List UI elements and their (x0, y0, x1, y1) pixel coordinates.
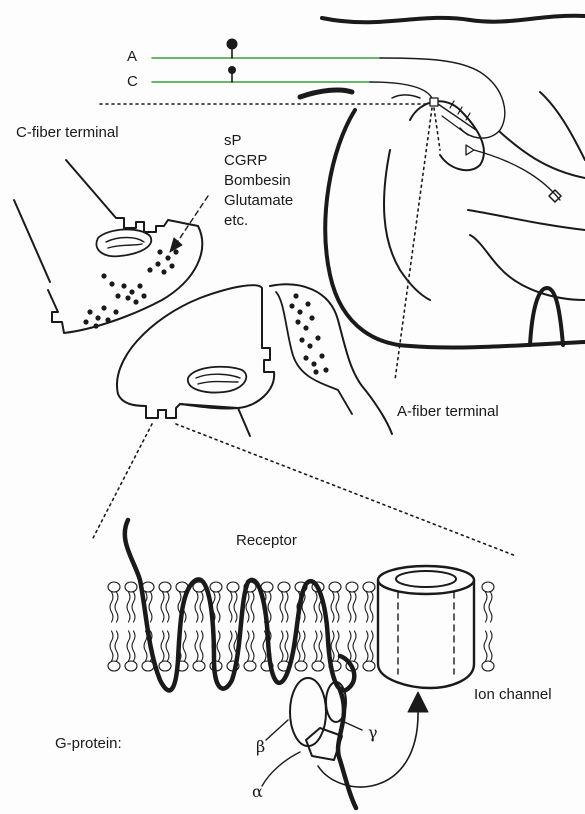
ion-channel-drawing (378, 566, 474, 688)
lipid-head (227, 582, 239, 592)
lipid-head (125, 661, 137, 671)
lipid-tail (285, 631, 288, 661)
lipid-tail (234, 592, 237, 622)
lipid-tail (246, 631, 249, 661)
ion-channel-label: Ion channel (474, 686, 552, 703)
fiber-c (152, 67, 432, 99)
a-fiber-terminal-drawing (117, 284, 392, 436)
lipid-tail (348, 592, 351, 622)
neurotransmitter-glutamate: Glutamate (224, 192, 293, 209)
lipid-tail (365, 592, 368, 622)
lipid-tail (195, 631, 198, 661)
lipid-head (482, 582, 494, 592)
lipid-head (278, 582, 290, 592)
lipid-tail (200, 631, 203, 661)
lipid-tail (149, 592, 152, 622)
lipid-tail (217, 631, 220, 661)
lipid-head (312, 661, 324, 671)
lipid-tail (200, 592, 203, 622)
lipid-tail (127, 592, 130, 622)
lipid-tail (251, 592, 254, 622)
lipid-tail (280, 592, 283, 622)
lipid-head (210, 582, 222, 592)
lipid-tail (183, 631, 186, 661)
lipid-tail (314, 631, 317, 661)
lipid-head (193, 661, 205, 671)
lipid-tail (132, 631, 135, 661)
lipid-tail (319, 631, 322, 661)
lipid-tail (166, 631, 169, 661)
neurotransmitter-bombesin: Bombesin (224, 172, 293, 189)
lipid-tail (302, 631, 305, 661)
lipid-tail (348, 631, 351, 661)
lipid-tail (161, 631, 164, 661)
lipid-tail (489, 631, 492, 661)
lipid-tail (484, 631, 487, 661)
lipid-head (346, 582, 358, 592)
neurotransmitter-cgrp: CGRP (224, 152, 293, 169)
lipid-head (329, 582, 341, 592)
lipid-tail (353, 631, 356, 661)
alpha-subunit-label: α (252, 783, 263, 800)
fiber-c-label: C (127, 73, 138, 90)
lipid-tail (370, 631, 373, 661)
lipid-tail (229, 631, 232, 661)
a-fiber-terminal-label: A-fiber terminal (397, 403, 499, 420)
lipid-tail (370, 592, 373, 622)
lipid-tail (489, 592, 492, 622)
lipid-head (261, 582, 273, 592)
lipid-head (363, 661, 375, 671)
lipid-tail (285, 592, 288, 622)
lipid-tail (166, 592, 169, 622)
lipid-head (125, 582, 137, 592)
lipid-tail (314, 592, 317, 622)
lipid-tail (251, 631, 254, 661)
neurotransmitter-list: sP CGRP Bombesin Glutamate etc. (224, 132, 293, 229)
lipid-tail (110, 631, 113, 661)
lipid-tail (336, 592, 339, 622)
lipid-tail (195, 592, 198, 622)
receptor-label: Receptor (236, 532, 297, 549)
dorsal-horn-synapse (438, 101, 560, 200)
lipid-tail (127, 631, 130, 661)
c-fiber-terminal-label: C-fiber terminal (16, 124, 119, 141)
lipid-head (159, 661, 171, 671)
g-protein-label: G-protein: (55, 735, 122, 752)
lipid-tail (268, 592, 271, 622)
beta-subunit-label: β (256, 738, 265, 755)
lipid-tail (132, 592, 135, 622)
lipid-head (295, 661, 307, 671)
fiber-a-label: A (127, 48, 137, 65)
lipid-tail (115, 592, 118, 622)
lipid-head (482, 661, 494, 671)
neurotransmitter-sp: sP (224, 132, 293, 149)
lipid-tail (365, 631, 368, 661)
lipid-head (363, 582, 375, 592)
lipid-head (244, 661, 256, 671)
lipid-head (159, 582, 171, 592)
lipid-tail (110, 592, 113, 622)
neurotransmitter-etc: etc. (224, 212, 293, 229)
lipid-tail (161, 592, 164, 622)
lipid-tail (229, 592, 232, 622)
lipid-tail (484, 592, 487, 622)
gamma-subunit-label: γ (368, 724, 378, 741)
lipid-head (108, 582, 120, 592)
lipid-tail (331, 592, 334, 622)
lipid-head (108, 661, 120, 671)
lipid-tail (353, 592, 356, 622)
lipid-tail (217, 592, 220, 622)
lipid-tail (115, 631, 118, 661)
lipid-tail (280, 631, 283, 661)
